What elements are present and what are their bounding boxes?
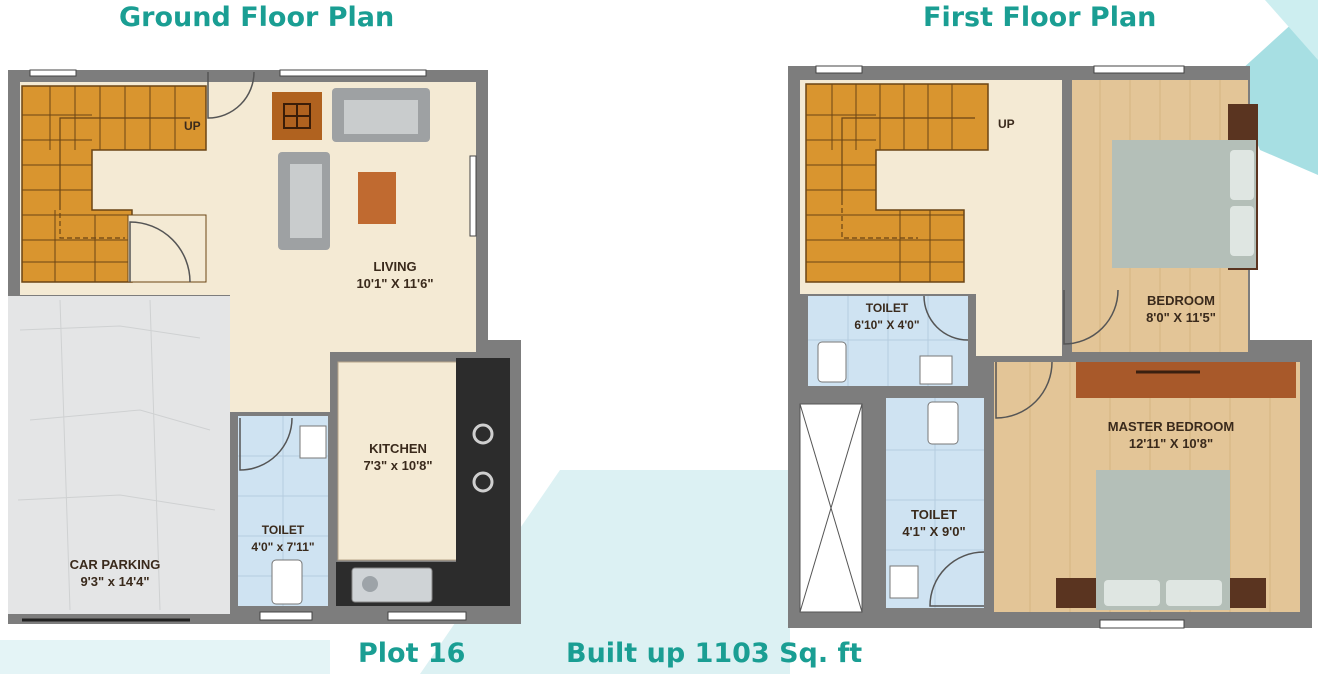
car-parking-floor bbox=[8, 296, 230, 614]
living-furniture bbox=[272, 88, 430, 250]
kitchen-name: KITCHEN bbox=[369, 441, 427, 456]
ground-stair-up-label: UP bbox=[184, 119, 201, 133]
ground-staircase bbox=[21, 85, 207, 283]
ground-toilet-label: TOILET 4'0" x 7'11" bbox=[232, 522, 334, 556]
car-parking-label: CAR PARKING 9'3" x 14'4" bbox=[30, 556, 200, 590]
plot-number: Plot 16 bbox=[358, 638, 466, 669]
first-toilet2-label: TOILET 4'1" X 9'0" bbox=[886, 506, 982, 540]
kitchen-size: 7'3" x 10'8" bbox=[363, 458, 433, 473]
living-floor bbox=[20, 82, 476, 412]
ground-toilet-name: TOILET bbox=[261, 523, 305, 537]
car-parking-name: CAR PARKING bbox=[69, 557, 161, 572]
bedroom-size: 8'0" X 11'5" bbox=[1146, 310, 1216, 325]
first-stair-up-label: UP bbox=[998, 117, 1015, 131]
first-toilet1-label: TOILET 6'10" X 4'0" bbox=[812, 300, 962, 334]
first-toilet1-name: TOILET bbox=[865, 301, 909, 315]
living-size: 10'1" X 11'6" bbox=[356, 276, 434, 291]
first-toilet2-size: 4'1" X 9'0" bbox=[902, 524, 966, 539]
ground-floor-title: Ground Floor Plan bbox=[119, 2, 395, 33]
kitchen-counter bbox=[456, 358, 510, 564]
living-label: LIVING 10'1" X 11'6" bbox=[330, 258, 460, 292]
first-staircase bbox=[805, 83, 989, 283]
first-toilet2-name: TOILET bbox=[911, 507, 957, 522]
built-up-area: Built up 1103 Sq. ft bbox=[566, 638, 863, 669]
car-parking-size: 9'3" x 14'4" bbox=[80, 574, 150, 589]
master-bedroom-size: 12'11" X 10'8" bbox=[1128, 436, 1214, 451]
first-toilet1-size: 6'10" X 4'0" bbox=[854, 318, 920, 332]
kitchen-floor bbox=[337, 361, 459, 561]
bedroom-name: BEDROOM bbox=[1147, 293, 1215, 308]
bedroom-label: BEDROOM 8'0" X 11'5" bbox=[1116, 292, 1246, 326]
master-bedroom-name: MASTER BEDROOM bbox=[1107, 419, 1235, 434]
ground-toilet-size: 4'0" x 7'11" bbox=[251, 540, 315, 554]
first-floor-title: First Floor Plan bbox=[923, 2, 1157, 33]
master-bedroom-label: MASTER BEDROOM 12'11" X 10'8" bbox=[1078, 418, 1264, 452]
main-door bbox=[207, 71, 255, 119]
living-name: LIVING bbox=[373, 259, 417, 274]
kitchen-label: KITCHEN 7'3" x 10'8" bbox=[338, 440, 458, 474]
